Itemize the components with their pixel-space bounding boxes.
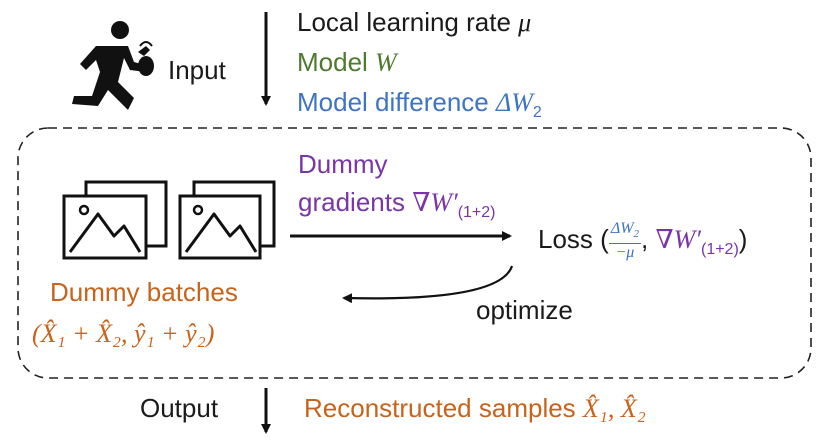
learning-rate-text: Local learning rate: [297, 7, 519, 37]
loss-close: ): [738, 223, 748, 254]
model-symbol: W: [375, 48, 397, 77]
output-label: Output: [140, 393, 219, 423]
running-person-icon: [72, 21, 154, 110]
loss-label: Loss (: [538, 223, 609, 254]
loss-fraction-denominator: −μ: [615, 244, 635, 262]
dummy-gradients-text: gradients: [298, 187, 413, 217]
reconstructed-symbols: X̂₁, X̂₂: [582, 394, 646, 423]
loss-fraction-numerator: ΔW2: [608, 220, 642, 245]
loss-fraction: ΔW2−μ: [608, 220, 642, 262]
dummy-batches-formula: (X̂₁ + X̂₂, ŷ₁ + ŷ₂): [32, 319, 215, 348]
learning-rate-line: Local learning rate μ: [297, 6, 531, 39]
image-stack-icon: [62, 180, 168, 260]
model-line: Model W: [297, 46, 397, 79]
optimize-arrow: [342, 265, 514, 304]
reconstructed-text: Reconstructed samples: [304, 393, 583, 423]
process-box: [17, 127, 812, 379]
dummy-gradients-line2: gradients ∇W′(1+2): [298, 186, 495, 229]
model-difference-line: Model difference ΔW2: [297, 86, 542, 129]
dummy-gradients-symbol: ∇W′: [412, 188, 458, 217]
loss-expression: Loss (ΔW2−μ, ∇W′(1+2)): [538, 220, 747, 266]
loss-grad-sub: (1+2): [700, 241, 739, 259]
input-label: Input: [168, 55, 226, 85]
reconstructed-line: Reconstructed samples X̂₁, X̂₂: [304, 392, 646, 425]
model-text: Model: [297, 47, 376, 77]
dummy-batches-label: Dummy batches: [50, 277, 238, 307]
model-difference-sub: 2: [532, 104, 542, 122]
model-difference-text: Model difference: [297, 87, 496, 117]
loss-fraction-num-sub: 2: [633, 228, 640, 241]
image-stack-icon: [178, 180, 276, 260]
dummy-gradients-line1: Dummy: [298, 149, 388, 179]
learning-rate-symbol: μ: [518, 8, 532, 37]
dummy-gradients-sub: (1+2): [457, 204, 496, 222]
loss-fraction-num-text: ΔW: [610, 220, 634, 237]
loss-comma: ,: [641, 223, 656, 254]
optimize-label: optimize: [476, 295, 573, 325]
model-difference-symbol: ΔW: [495, 88, 533, 117]
loss-grad-symbol: ∇W′: [655, 224, 701, 254]
